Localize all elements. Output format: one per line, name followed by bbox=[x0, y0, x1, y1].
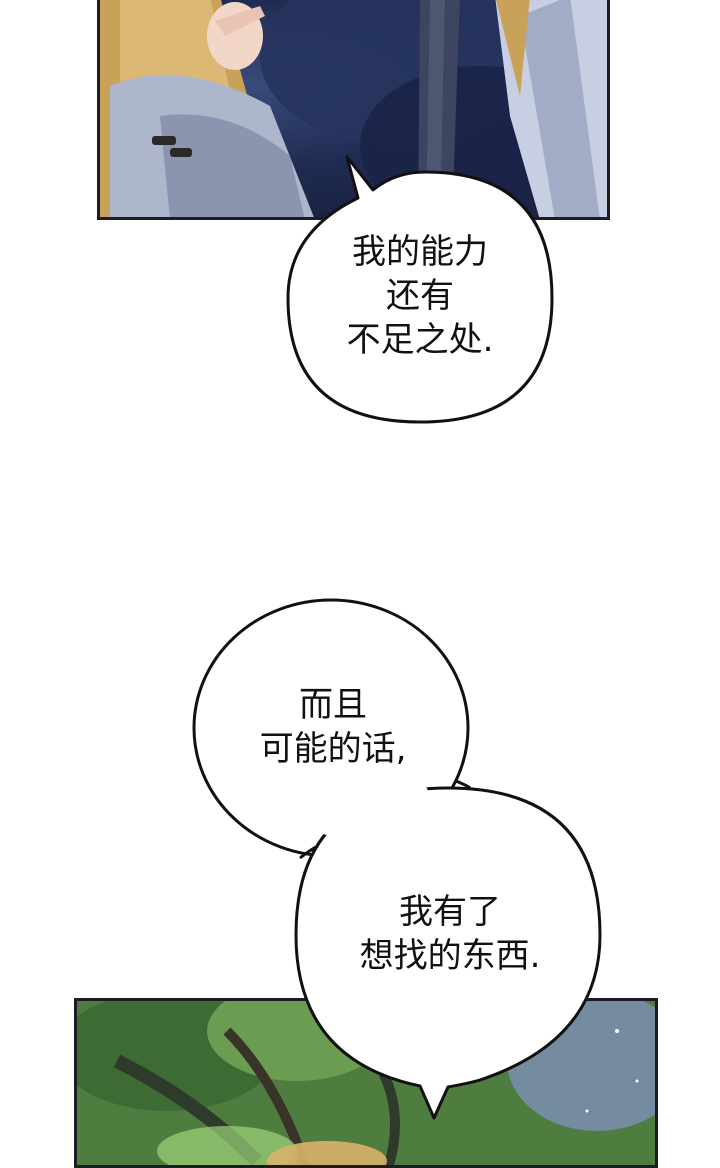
speech-bubble-3 bbox=[294, 786, 602, 1120]
top-comic-panel bbox=[97, 0, 610, 220]
speech-bubble-1-text: 我的能力 还有 不足之处. bbox=[346, 232, 494, 360]
speech-bubble-2-text: 而且 可能的话, bbox=[259, 685, 407, 769]
speech-bubble-1 bbox=[286, 155, 554, 424]
top-panel-artwork bbox=[100, 0, 607, 217]
bubble-merge-seam bbox=[290, 760, 472, 860]
speech-bubble-3-text: 我有了 想找的东西. bbox=[359, 892, 541, 976]
